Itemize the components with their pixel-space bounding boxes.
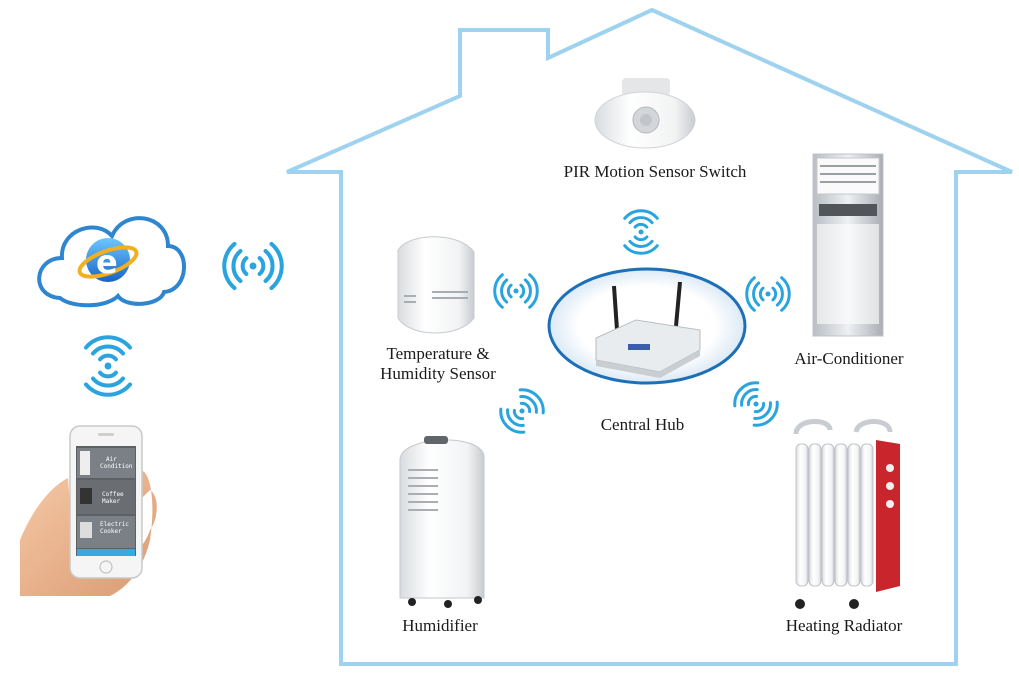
temperature-humidity-sensor-device — [397, 236, 475, 334]
coffee-maker-icon — [80, 488, 92, 504]
heating-radiator-device — [793, 419, 900, 609]
wifi-icon-radiator — [733, 381, 779, 427]
label-air-conditioner: Air-Conditioner — [794, 349, 904, 368]
wifi-icon-humidifier — [499, 388, 545, 434]
label-central-hub: Central Hub — [600, 415, 685, 434]
label-humidifier: Humidifier — [402, 616, 478, 635]
wifi-icon-aircon — [745, 276, 791, 312]
label-heating-radiator: Heating Radiator — [785, 616, 903, 635]
wifi-icon-pir — [623, 209, 659, 255]
svg-text:e: e — [96, 243, 118, 281]
wifi-icon-temperature — [493, 273, 539, 309]
wifi-icon-cloud-hub — [222, 241, 284, 291]
label-temperature-line2: Humidity Sensor — [380, 364, 496, 383]
air-conditioner-device — [812, 153, 884, 337]
label-pir-motion-sensor-switch: PIR Motion Sensor Switch — [563, 162, 747, 181]
wifi-icon-cloud-phone — [83, 335, 133, 397]
humidifier-device — [399, 436, 485, 608]
internet-cloud: e — [37, 216, 186, 308]
cooker-icon — [80, 522, 92, 538]
label-temperature-line1: Temperature & — [386, 344, 490, 363]
house-outline — [286, 7, 1013, 666]
central-hub-device — [547, 267, 747, 385]
browser-icon: e — [77, 238, 139, 282]
aircon-thumb-icon — [80, 451, 90, 475]
pir-sensor-device — [594, 78, 696, 149]
